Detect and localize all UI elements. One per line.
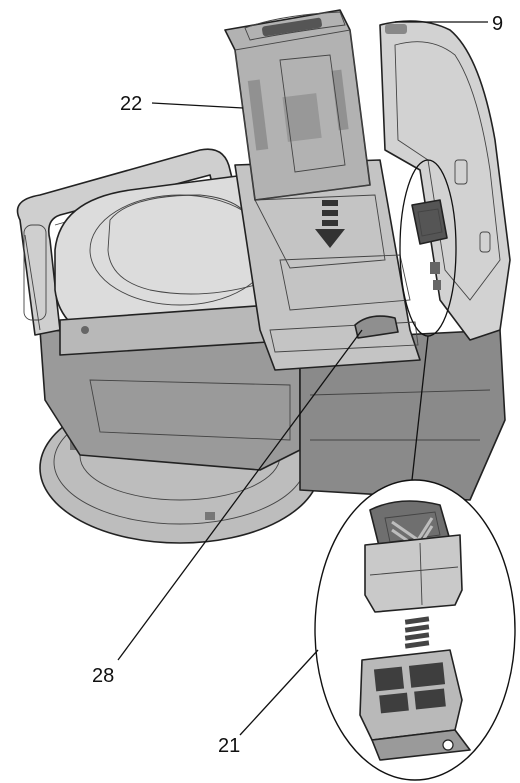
cover-screw-left bbox=[81, 326, 89, 334]
leader-28 bbox=[117, 329, 363, 661]
leader-21 bbox=[239, 649, 319, 736]
lid-hinge-tab bbox=[385, 24, 407, 34]
leader-lines bbox=[117, 21, 488, 736]
battery-compartment bbox=[234, 159, 421, 371]
leader-22 bbox=[151, 102, 244, 109]
leader-detail bbox=[411, 335, 429, 481]
connector-socket-detail bbox=[359, 649, 471, 761]
mower-body bbox=[39, 329, 506, 501]
battery-latch bbox=[354, 315, 399, 339]
compartment-lid bbox=[379, 20, 511, 341]
battery-pack bbox=[224, 9, 371, 201]
connector-detail-view bbox=[314, 479, 516, 781]
insert-direction-arrow bbox=[315, 200, 345, 248]
callout-label-21: 21 bbox=[218, 735, 240, 757]
callout-label-9: 9 bbox=[492, 13, 503, 35]
callout-label-22: 22 bbox=[120, 93, 142, 115]
base-bolt-front bbox=[205, 512, 215, 520]
top-cover bbox=[54, 174, 301, 356]
callout-label-28: 28 bbox=[92, 665, 114, 687]
connect-direction-arrow bbox=[404, 616, 430, 649]
battery-handle-grip bbox=[262, 17, 322, 37]
battery-vents bbox=[247, 69, 349, 151]
connector-plug-detail bbox=[364, 500, 463, 613]
